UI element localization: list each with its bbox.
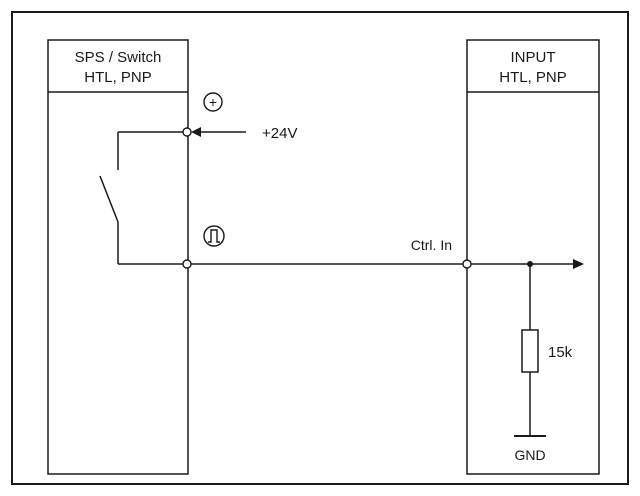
pulse-circle [203, 225, 225, 247]
supply-wire: +24V [191, 125, 297, 142]
pulldown-resistor-circuit: 15k GND [514, 261, 573, 463]
input-title: INPUT [511, 49, 556, 66]
supply-arrowhead [191, 127, 201, 137]
plus-sign: + [209, 94, 217, 110]
circled-plus-icon: + [203, 92, 223, 112]
input-block: INPUT HTL, PNP [466, 39, 600, 475]
ground-label: GND [514, 447, 545, 463]
sps-switch-block: SPS / Switch HTL, PNP [47, 39, 189, 475]
control-arrowhead [573, 259, 584, 269]
pulse-waveform [208, 229, 220, 243]
supply-label: +24V [262, 125, 297, 142]
sps-switch-box [47, 39, 189, 475]
sps-switch-subtitle: HTL, PNP [84, 69, 152, 86]
resistor-label: 15k [548, 344, 573, 361]
control-line: Ctrl. In [187, 237, 584, 269]
terminal-ctrl-in [462, 259, 472, 269]
input-box [466, 39, 600, 475]
resistor-body [521, 329, 539, 373]
switch-contact [99, 131, 187, 265]
circled-pulse-icon [203, 225, 225, 247]
sps-switch-title: SPS / Switch [75, 49, 162, 66]
input-subtitle: HTL, PNP [499, 69, 567, 86]
switch-blade [99, 175, 119, 223]
plus-circle [203, 92, 223, 112]
terminal-supply [182, 127, 192, 137]
ctrl-in-label: Ctrl. In [411, 237, 452, 253]
outer-frame [11, 11, 629, 485]
terminal-signal-out [182, 259, 192, 269]
